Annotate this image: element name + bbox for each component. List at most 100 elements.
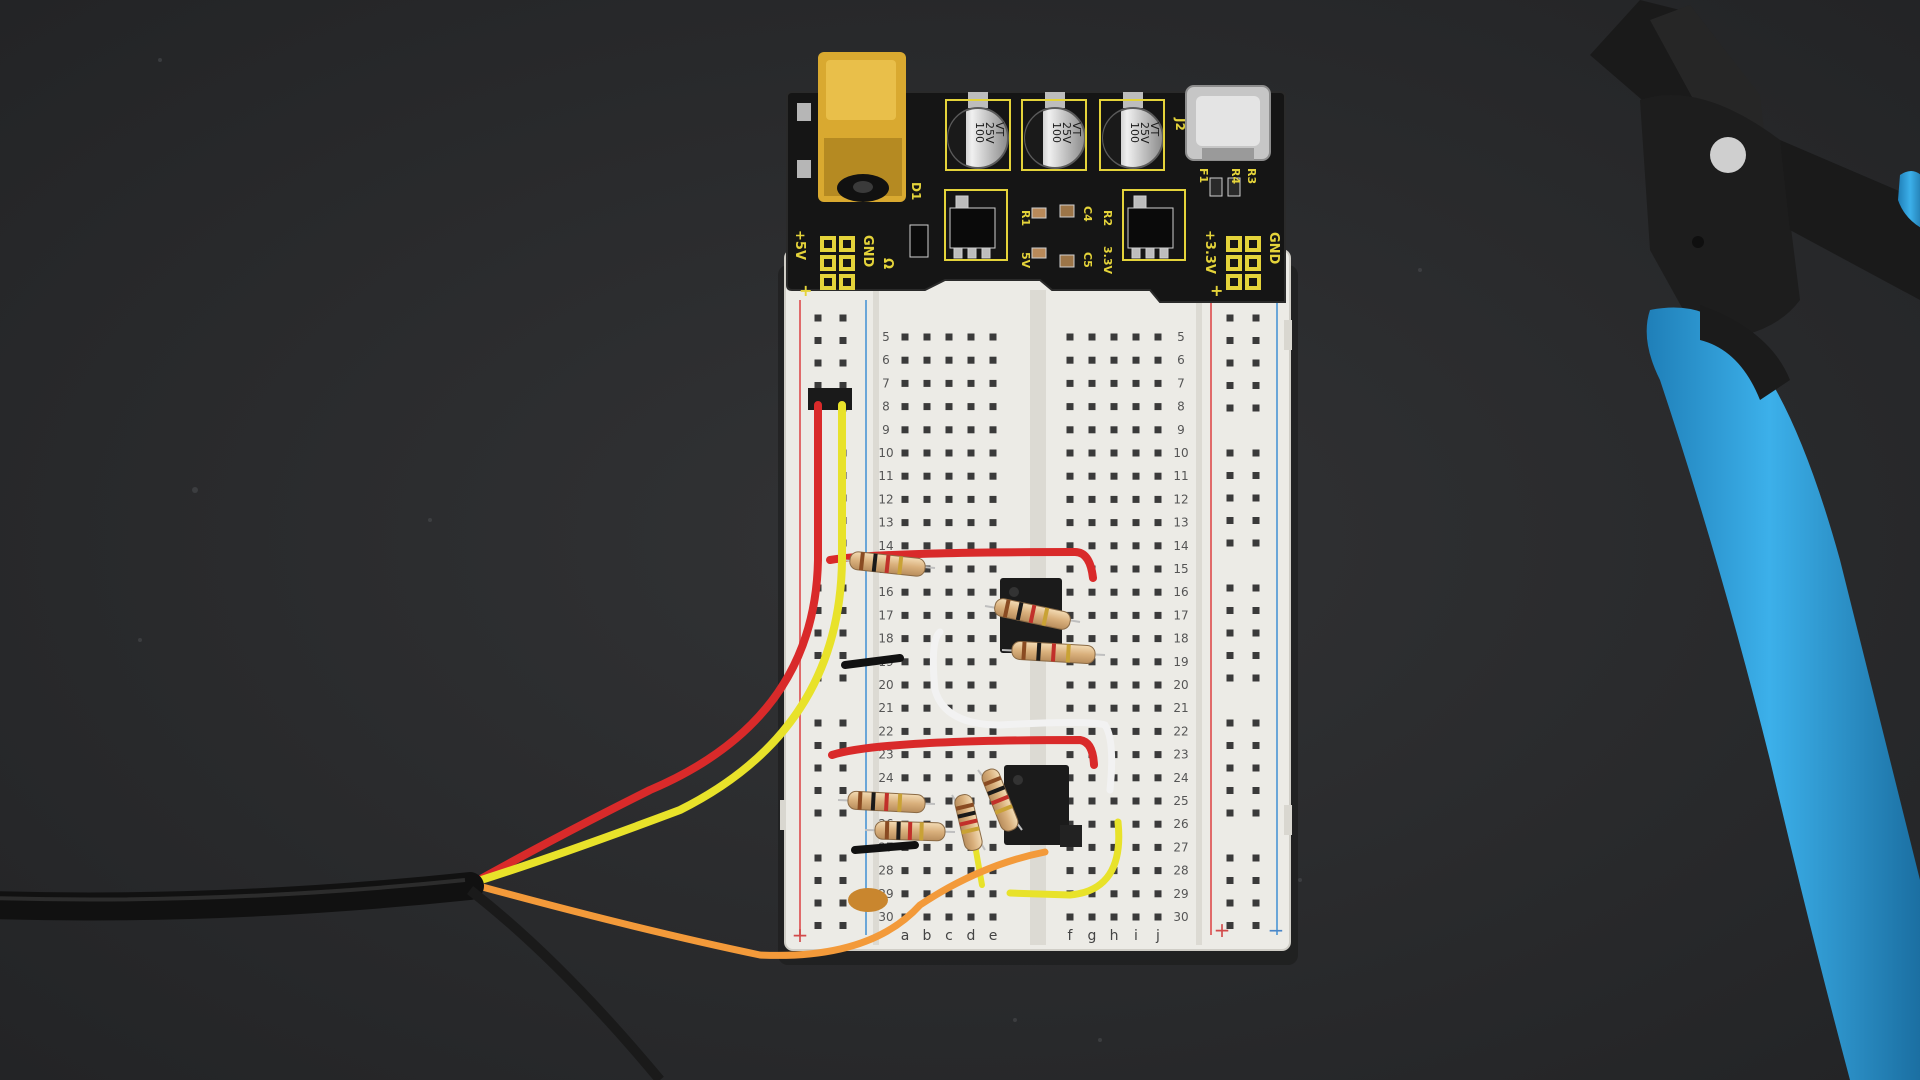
row-number: 23 (1173, 748, 1188, 762)
breadboard-hole (923, 519, 931, 527)
row-number: 21 (1173, 701, 1188, 715)
breadboard-hole (1110, 611, 1118, 619)
row-number: 28 (878, 864, 893, 878)
breadboard-hole (901, 542, 909, 550)
rail-hole (814, 809, 822, 817)
rail-hole (1226, 539, 1234, 547)
breadboard-hole (945, 843, 953, 851)
breadboard-hole (901, 379, 909, 387)
capacitor-label: 100 (1128, 122, 1141, 143)
breadboard-hole (1066, 565, 1074, 573)
breadboard-hole (1132, 843, 1140, 851)
dc-jack (818, 52, 906, 202)
row-number: 10 (878, 446, 893, 460)
breadboard-hole (945, 658, 953, 666)
breadboard-hole (923, 542, 931, 550)
breadboard-hole (1154, 611, 1162, 619)
rail-hole (839, 337, 847, 344)
breadboard-hole (1088, 403, 1096, 411)
breadboard-hole (967, 913, 975, 921)
rail-hole (1252, 337, 1260, 344)
breadboard-hole (989, 403, 997, 411)
breadboard-hole (1088, 913, 1096, 921)
rail-hole (1226, 494, 1234, 502)
row-number: 21 (878, 701, 893, 715)
rail-hole (839, 877, 847, 884)
rail-hole (1226, 607, 1234, 614)
breadboard-hole (945, 495, 953, 503)
rail-hole (839, 787, 847, 794)
row-number: 11 (1173, 469, 1188, 483)
breadboard-hole (1132, 495, 1140, 503)
breadboard-hole (945, 890, 953, 898)
breadboard-hole (1110, 635, 1118, 643)
breadboard-hole (1066, 843, 1074, 851)
breadboard-hole (901, 611, 909, 619)
breadboard-hole (1088, 727, 1096, 735)
breadboard-hole (945, 867, 953, 875)
cable-icon (0, 388, 1049, 1080)
breadboard-hole (989, 426, 997, 434)
breadboard-hole (1132, 542, 1140, 550)
black-jumper-wire-2 (851, 841, 919, 854)
row-number: 9 (882, 423, 890, 437)
label-33v-mid: 3.3V (1101, 246, 1114, 274)
row-number: 6 (882, 353, 890, 367)
rail-hole (814, 922, 822, 929)
breadboard-hole (1088, 890, 1096, 898)
rail-hole (839, 764, 847, 772)
breadboard-hole (1066, 495, 1074, 503)
breadboard-hole (945, 751, 953, 759)
breadboard-hole (1110, 379, 1118, 387)
breadboard-hole (923, 913, 931, 921)
label-33v-right: +3.3V (1202, 230, 1217, 274)
resistor (951, 794, 986, 851)
capacitor-label: VT (1148, 122, 1161, 137)
breadboard-hole (1066, 611, 1074, 619)
row-number: 18 (1173, 632, 1188, 646)
rail-hole (1226, 652, 1234, 659)
breadboard-hole (901, 472, 909, 480)
breadboard-hole (989, 519, 997, 527)
row-number: 5 (1177, 330, 1185, 344)
breadboard-hole (945, 542, 953, 550)
rail-hole (1252, 539, 1260, 547)
breadboard-hole (1110, 913, 1118, 921)
breadboard-hole (1132, 611, 1140, 619)
breadboard-hole (1066, 472, 1074, 480)
rail-hole (1226, 337, 1234, 344)
label-r4: R4 (1229, 168, 1242, 184)
label-gnd-right: GND (1266, 232, 1281, 265)
row-number: 5 (882, 330, 890, 344)
rail-hole (839, 742, 847, 749)
breadboard-hole (945, 519, 953, 527)
rail-hole (1252, 494, 1260, 502)
breadboard-hole (989, 704, 997, 712)
rail-hole (1252, 719, 1260, 727)
label-r2: R2 (1101, 210, 1114, 226)
yellow-jumper-wire-small (972, 842, 985, 888)
breadboard-hole (945, 611, 953, 619)
breadboard-hole (1132, 658, 1140, 666)
breadboard-hole (967, 542, 975, 550)
yellow-lead-wire (471, 401, 846, 886)
label-f1: F1 (1197, 168, 1210, 183)
breadboard-hole (1066, 379, 1074, 387)
rail-hole (839, 629, 847, 637)
row-number: 22 (878, 724, 893, 738)
breadboard-hole (1132, 704, 1140, 712)
breadboard-hole (967, 472, 975, 480)
cutter-handle-lower-dark (1700, 305, 1790, 400)
rail-hole (839, 382, 847, 389)
breadboard-hole (1154, 565, 1162, 573)
breadboard-hole (967, 495, 975, 503)
row-number: 8 (1177, 400, 1185, 414)
breadboard-hole (1088, 472, 1096, 480)
capacitor-label: 25V (983, 122, 996, 144)
capacitor-label: VT (1070, 122, 1083, 137)
breadboard-hole (923, 751, 931, 759)
breadboard-hole (1132, 449, 1140, 457)
breadboard-hole (967, 658, 975, 666)
rail-hole (1226, 629, 1234, 637)
